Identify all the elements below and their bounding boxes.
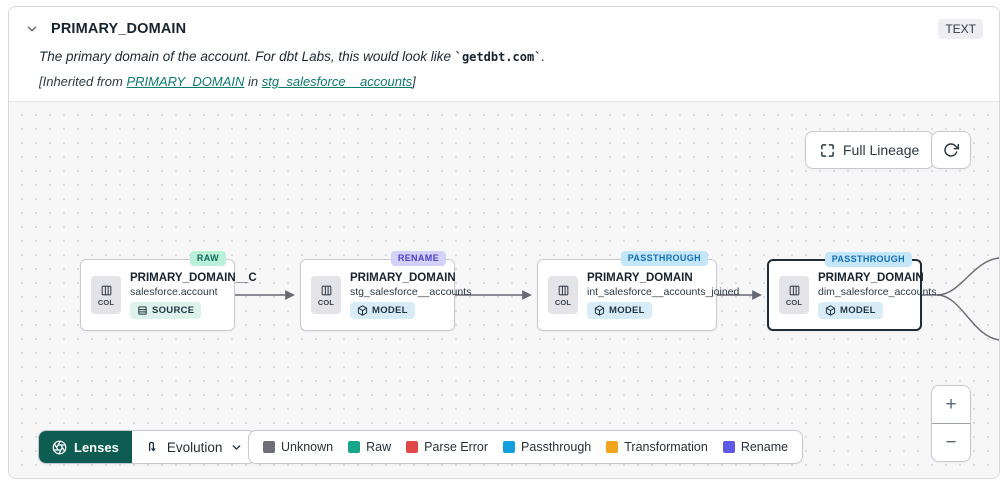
resource-type-badge: SOURCE — [130, 301, 202, 319]
lenses-control: Lenses Evolution — [38, 430, 257, 464]
evolution-legend: Unknown Raw Parse Error Passthrough Tran… — [248, 430, 804, 464]
resource-type-badge: MODEL — [587, 301, 652, 319]
column-header: PRIMARY_DOMAIN TEXT The primary domain o… — [9, 7, 999, 101]
node-column-name: PRIMARY_DOMAIN — [818, 271, 924, 284]
chevron-down-icon — [232, 444, 241, 450]
legend-item-transformation: Transformation — [606, 440, 708, 454]
zoom-controls: + − — [931, 385, 971, 462]
node-column-name: PRIMARY_DOMAIN — [587, 271, 693, 284]
column-chip: COL — [779, 276, 809, 314]
legend-swatch — [606, 441, 619, 453]
table-columns-icon — [101, 285, 111, 295]
lens-selector-dropdown[interactable]: Evolution — [132, 431, 256, 463]
legend-item-raw: Raw — [348, 440, 391, 454]
refresh-icon — [944, 143, 959, 157]
column-type-badge: TEXT — [938, 19, 983, 39]
evolution-tag: PASSTHROUGH — [620, 251, 708, 266]
legend-swatch — [348, 441, 361, 453]
node-model-name: stg_salesforce__accounts — [350, 285, 472, 298]
table-columns-icon — [789, 285, 799, 295]
refresh-button[interactable] — [931, 131, 971, 169]
inherited-model-link[interactable]: stg_salesforce__accounts — [261, 74, 413, 89]
inline-code: `getdbt.com` — [454, 50, 542, 64]
table-columns-icon — [321, 285, 331, 295]
inherited-column-link[interactable]: PRIMARY_DOMAIN — [126, 74, 245, 89]
lineage-node-dim-salesforce-accounts[interactable]: PASSTHROUGH COL PRIMARY_DOMAIN dim_sales… — [767, 252, 937, 331]
zoom-out-button[interactable]: − — [932, 424, 970, 461]
legend-swatch — [406, 441, 419, 453]
legend-item-unknown: Unknown — [263, 440, 333, 454]
aperture-icon — [52, 440, 67, 454]
resource-type-badge: MODEL — [350, 301, 415, 319]
expand-icon — [821, 143, 834, 157]
cube-icon — [594, 304, 605, 316]
evolution-tag: RENAME — [390, 251, 446, 266]
resource-type-badge: MODEL — [818, 301, 883, 319]
column-chip: COL — [311, 276, 341, 314]
node-column-name: PRIMARY_DOMAIN__C — [130, 271, 257, 284]
node-model-name: salesforce.account — [130, 285, 218, 298]
column-description: The primary domain of the account. For d… — [39, 49, 546, 64]
node-column-name: PRIMARY_DOMAIN — [350, 271, 456, 284]
column-chip: COL — [91, 276, 121, 314]
column-chip: COL — [548, 276, 578, 314]
lineage-node-stg-salesforce-accounts[interactable]: RENAME COL PRIMARY_DOMAIN stg_salesforce… — [300, 251, 472, 331]
legend-item-passthrough: Passthrough — [503, 440, 591, 454]
cube-icon — [825, 304, 836, 316]
legend-item-parse-error: Parse Error — [406, 440, 488, 454]
lineage-node-salesforce-account[interactable]: RAW COL PRIMARY_DOMAIN__C salesforce.acc… — [80, 251, 257, 331]
table-rows-icon — [138, 305, 147, 315]
evolution-tag: RAW — [189, 251, 226, 266]
full-lineage-button[interactable]: Full Lineage — [805, 131, 935, 169]
legend-item-rename: Rename — [722, 440, 788, 454]
lineage-canvas[interactable]: RAW COL PRIMARY_DOMAIN__C salesforce.acc… — [9, 101, 999, 478]
legend-swatch — [503, 441, 516, 453]
node-model-name: int_salesforce__accounts_joined — [587, 285, 740, 298]
legend-swatch — [263, 441, 275, 453]
lenses-button[interactable]: Lenses — [39, 431, 132, 463]
chevron-down-icon[interactable] — [25, 22, 39, 36]
table-columns-icon — [558, 285, 568, 295]
evolution-tag: PASSTHROUGH — [824, 252, 912, 267]
route-icon — [148, 441, 156, 451]
legend-swatch — [722, 441, 735, 453]
zoom-in-button[interactable]: + — [932, 386, 970, 424]
cube-icon — [357, 304, 368, 316]
page-title: PRIMARY_DOMAIN — [51, 21, 187, 37]
node-model-name: dim_salesforce_accounts — [818, 285, 937, 298]
column-lineage-panel: PRIMARY_DOMAIN TEXT The primary domain o… — [8, 6, 1000, 479]
lineage-node-int-salesforce-accounts-joined[interactable]: PASSTHROUGH COL PRIMARY_DOMAIN int_sales… — [537, 251, 740, 331]
inherited-note: [Inherited from PRIMARY_DOMAIN in stg_sa… — [39, 74, 416, 89]
